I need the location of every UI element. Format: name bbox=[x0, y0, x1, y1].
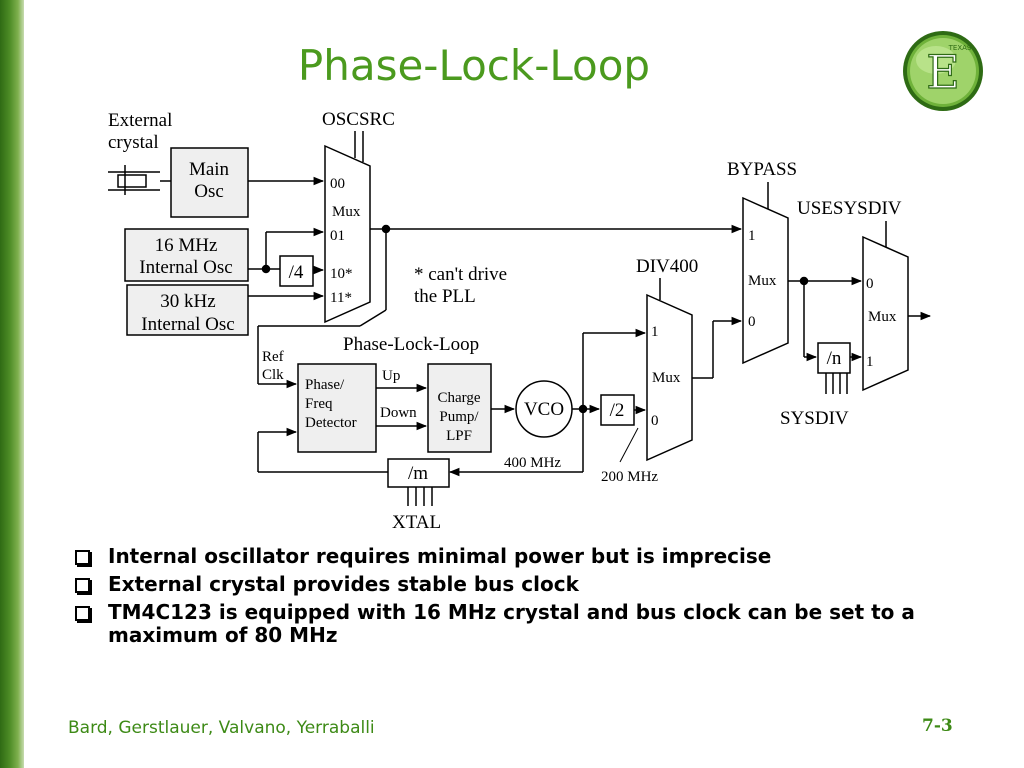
mux2-input-0: 0 bbox=[651, 413, 659, 429]
texas-e-logo-icon: E TEXAS bbox=[903, 31, 983, 111]
div400-label: DIV400 bbox=[636, 256, 698, 277]
mux1-input-00: 00 bbox=[330, 176, 345, 192]
pfd-label-line2: Freq bbox=[305, 396, 333, 412]
divn-box bbox=[817, 342, 851, 374]
note-line2: the PLL bbox=[414, 286, 476, 307]
bullet-item: Internal oscillator requires minimal pow… bbox=[72, 545, 952, 568]
main-osc-box bbox=[170, 147, 249, 218]
oscsrc-label: OSCSRC bbox=[322, 109, 395, 130]
slide-title: Phase-Lock-Loop bbox=[297, 41, 651, 90]
charge-pump-line1: Charge bbox=[437, 390, 480, 406]
svg-text:E: E bbox=[926, 45, 960, 99]
div4-box bbox=[279, 255, 314, 287]
down-label: Down bbox=[380, 405, 417, 421]
ref-clk-line1: Ref bbox=[262, 349, 284, 365]
mux2-input-1: 1 bbox=[651, 324, 659, 340]
footer-authors: Bard, Gerstlauer, Valvano, Yerraballi bbox=[68, 718, 375, 738]
bypass-label: BYPASS bbox=[727, 159, 797, 180]
up-label: Up bbox=[382, 368, 400, 384]
page-number: 7-3 bbox=[922, 716, 953, 736]
mux3-input-0: 0 bbox=[748, 314, 756, 330]
mux2-label: Mux bbox=[652, 370, 681, 386]
bullet-text: Internal oscillator requires minimal pow… bbox=[108, 544, 772, 568]
freq-400-label: 400 MHz bbox=[504, 455, 561, 471]
charge-pump-box bbox=[427, 363, 492, 453]
mux1-label: Mux bbox=[332, 204, 361, 220]
mux4-label: Mux bbox=[868, 309, 897, 325]
external-crystal-label-line1: External bbox=[108, 110, 172, 131]
pll-title: Phase-Lock-Loop bbox=[343, 334, 479, 355]
oscsrc-mux bbox=[324, 144, 371, 324]
freq-200-label: 200 MHz bbox=[601, 469, 658, 485]
mux4-input-1: 1 bbox=[866, 354, 874, 370]
bullet-item: TM4C123 is equipped with 16 MHz crystal … bbox=[72, 601, 952, 647]
piosc-label-line2: Internal Osc bbox=[139, 257, 232, 278]
pfd-label-line1: Phase/ bbox=[305, 377, 345, 393]
main-osc-label-line1: Main bbox=[189, 159, 230, 180]
bullet-list: Internal oscillator requires minimal pow… bbox=[72, 545, 952, 652]
bullet-text: TM4C123 is equipped with 16 MHz crystal … bbox=[108, 600, 915, 647]
crystal-icon bbox=[108, 165, 160, 195]
checkbox-bullet-icon bbox=[75, 578, 90, 593]
bullet-text: External crystal provides stable bus clo… bbox=[108, 572, 579, 596]
checkbox-bullet-icon bbox=[75, 550, 90, 565]
mux1-input-11: 11* bbox=[330, 290, 352, 306]
main-osc-label-line2: Osc bbox=[194, 181, 224, 202]
lfiosc-label-line2: Internal Osc bbox=[141, 314, 234, 335]
divm-box bbox=[387, 458, 450, 488]
mux3-input-1: 1 bbox=[748, 228, 756, 244]
mux1-input-10: 10* bbox=[330, 266, 353, 282]
charge-pump-line2: Pump/ bbox=[439, 409, 479, 425]
div2-box bbox=[600, 394, 635, 426]
divn-label: /n bbox=[827, 348, 842, 369]
bullet-item: External crystal provides stable bus clo… bbox=[72, 573, 952, 596]
vco-label: VCO bbox=[524, 399, 564, 420]
mux3-label: Mux bbox=[748, 273, 777, 289]
bypass-mux bbox=[742, 196, 789, 365]
pfd-label-line3: Detector bbox=[305, 415, 357, 431]
usesysdiv-mux bbox=[862, 235, 909, 392]
divm-label: /m bbox=[408, 463, 428, 484]
mux1-input-01: 01 bbox=[330, 228, 345, 244]
div4-label: /4 bbox=[289, 262, 304, 283]
ref-clk-line2: Clk bbox=[262, 367, 284, 383]
left-accent-bar bbox=[0, 0, 24, 768]
note-line1: * can't drive bbox=[414, 264, 507, 285]
piosc-label-line1: 16 MHz bbox=[155, 235, 218, 256]
lfiosc-label-line1: 30 kHz bbox=[160, 291, 215, 312]
piosc-box bbox=[124, 228, 249, 282]
mux4-input-0: 0 bbox=[866, 276, 874, 292]
sysdiv-label: SYSDIV bbox=[780, 408, 849, 429]
xtal-label: XTAL bbox=[392, 512, 441, 533]
div400-mux bbox=[646, 293, 693, 462]
svg-text:TEXAS: TEXAS bbox=[948, 44, 972, 52]
lfiosc-box bbox=[126, 284, 249, 336]
checkbox-bullet-icon bbox=[75, 606, 90, 621]
charge-pump-line3: LPF bbox=[446, 428, 472, 444]
pll-clock-diagram: External crystal Main Osc 16 MHz Interna… bbox=[108, 109, 932, 533]
external-crystal-label-line2: crystal bbox=[108, 132, 159, 153]
usesysdiv-label: USESYSDIV bbox=[797, 198, 902, 219]
phase-freq-detector-box bbox=[297, 363, 377, 453]
div2-label: /2 bbox=[610, 400, 625, 421]
